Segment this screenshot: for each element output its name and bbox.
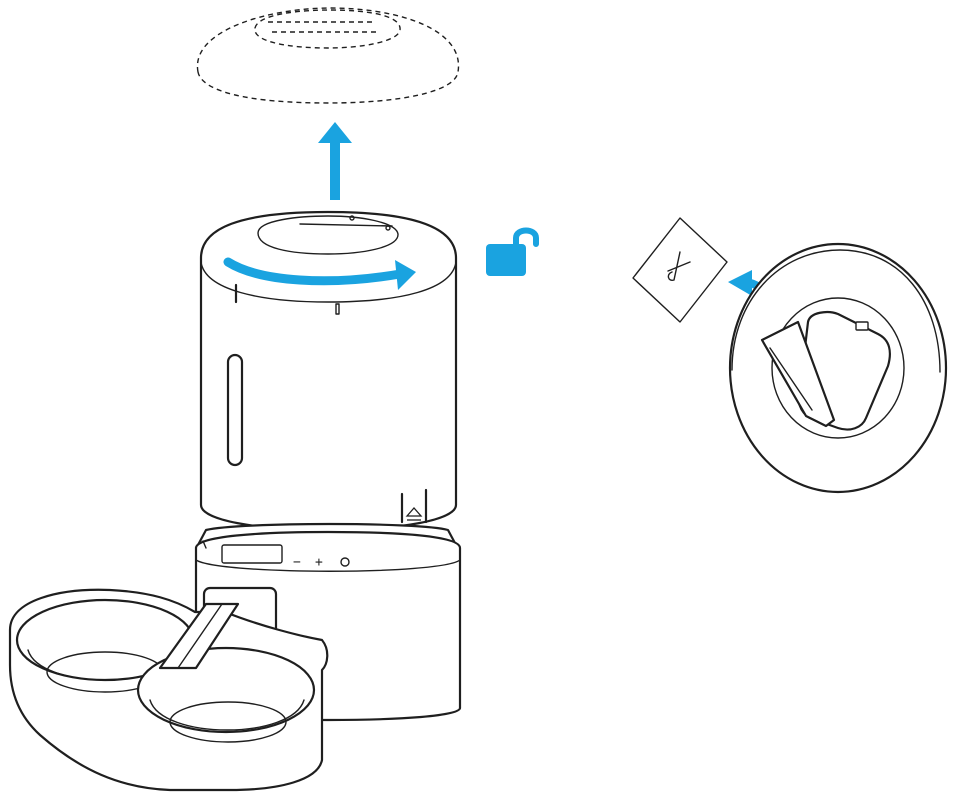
- plus-button[interactable]: +: [315, 555, 323, 570]
- desiccant-pack-icon: [632, 217, 728, 323]
- unlock-icon: [486, 227, 539, 276]
- rotate-arrow-icon: [223, 257, 416, 290]
- minus-button[interactable]: −: [293, 555, 301, 570]
- settings-icon[interactable]: [340, 557, 350, 567]
- arrow-up-icon: [318, 122, 352, 200]
- lifted-lid-outline: [196, 7, 460, 104]
- display-screen: [221, 544, 283, 564]
- control-panel: − +: [202, 540, 350, 570]
- double-bowl-tray: [8, 588, 329, 792]
- food-hopper: [199, 210, 458, 532]
- eject-icon: [405, 507, 423, 521]
- lid-underside: [728, 242, 948, 494]
